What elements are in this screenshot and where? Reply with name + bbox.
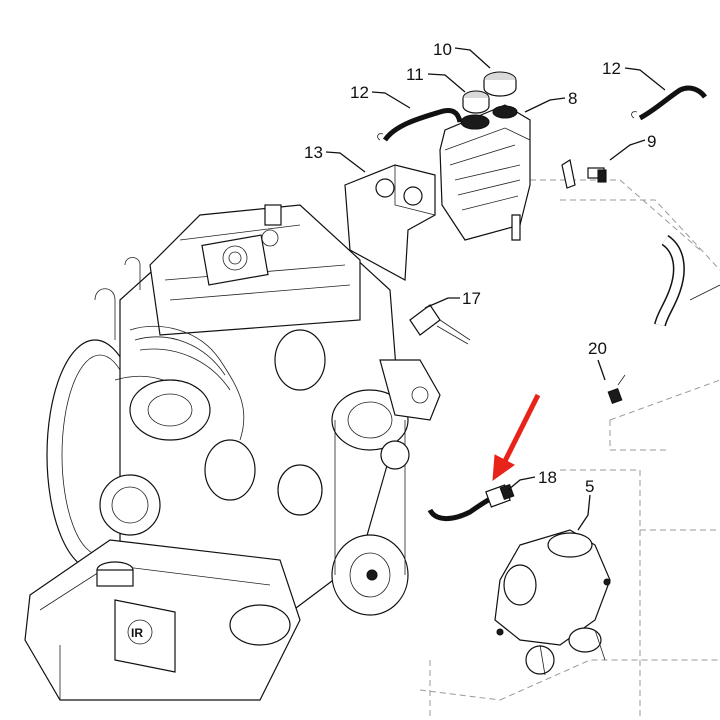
- temperature-sensor: [427, 483, 515, 521]
- engine-logo: IR: [127, 619, 153, 645]
- callout-10: 10: [433, 40, 452, 59]
- callout-18: 18: [538, 468, 557, 487]
- callout-12-right: 12: [602, 59, 621, 78]
- bracket-clip: [409, 304, 471, 345]
- reservoir-cap: [462, 90, 490, 114]
- coolant-pipe: [654, 235, 720, 327]
- expansion-tank: [439, 104, 531, 241]
- callout-20: 20: [588, 339, 607, 358]
- callout-9: 9: [647, 132, 656, 151]
- frame-outline: [419, 179, 720, 720]
- callout-12-left: 12: [350, 83, 369, 102]
- highlight-arrow: [492, 393, 541, 482]
- leader-lines: [325, 47, 666, 531]
- callout-5: 5: [585, 477, 594, 496]
- callout-8: 8: [568, 89, 577, 108]
- mounting-bracket: [344, 164, 436, 281]
- hose-fitting: [561, 159, 607, 189]
- callout-11: 11: [406, 65, 424, 84]
- overflow-hose-left: [377, 107, 463, 142]
- engine-logo-text: IR: [131, 626, 143, 640]
- callouts: 10 11 12 8 12 9 13 17 20 18 5: [304, 40, 656, 496]
- engine-block: [24, 204, 441, 701]
- callout-13: 13: [304, 143, 323, 162]
- radiator-cap: [483, 71, 517, 97]
- callout-17: 17: [462, 289, 481, 308]
- thermostat-housing: [494, 529, 611, 676]
- overflow-hose-right: [631, 85, 708, 121]
- bolt: [607, 374, 626, 405]
